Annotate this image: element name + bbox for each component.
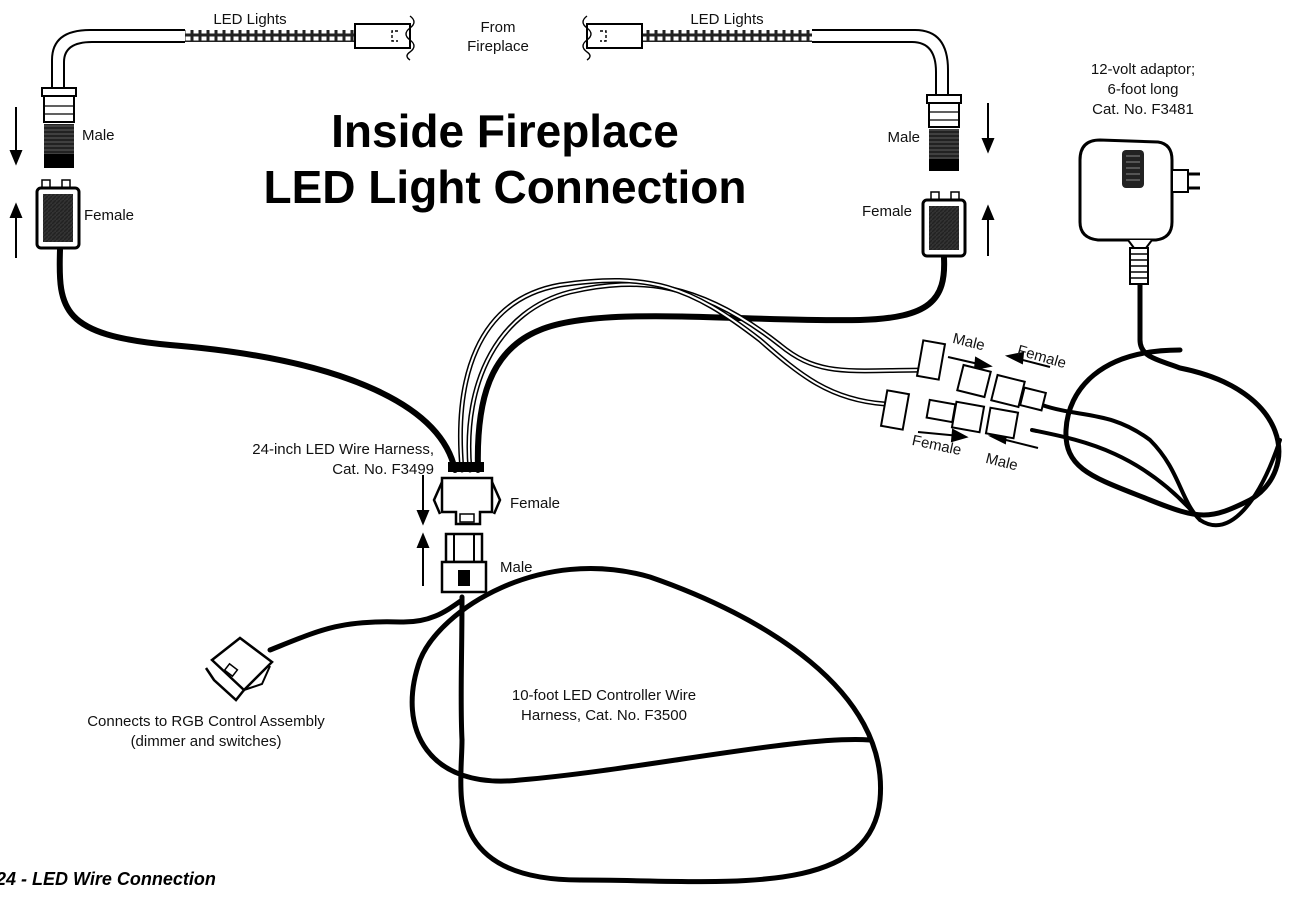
rgb-connector-plug <box>204 636 274 702</box>
harness-female-connector <box>432 462 502 526</box>
right-male-plug <box>926 94 962 171</box>
left-female-socket <box>35 179 81 250</box>
right-male-label: Male <box>887 129 920 146</box>
harness-male-label: Male <box>500 559 533 576</box>
adaptor-label-line1: 12-volt adaptor; <box>1090 61 1196 78</box>
title-line1: Inside Fireplace <box>331 105 679 157</box>
led-strip-left <box>51 15 415 98</box>
title-line2: LED Light Connection <box>263 161 747 213</box>
adaptor-label-line3: Cat. No. F3481 <box>1092 101 1194 118</box>
adaptor-label-line2: 6-foot long <box>1107 81 1179 98</box>
left-male-label: Male <box>82 127 115 144</box>
harness-male-connector <box>440 532 488 594</box>
adaptor-connector-top <box>915 339 1048 412</box>
rgb-label-line1: Connects to RGB Control Assembly <box>87 713 325 730</box>
led-strip-right <box>582 15 949 97</box>
led-lights-right-label: LED Lights <box>690 11 764 28</box>
controller-label-line1: 10-foot LED Controller Wire <box>511 687 697 704</box>
left-male-plug <box>41 87 77 168</box>
rgb-label-line2: (dimmer and switches) <box>130 733 282 750</box>
figure-caption: 24 - LED Wire Connection <box>0 869 216 889</box>
adaptor-connector-bottom <box>879 389 1020 440</box>
led-lights-left-label: LED Lights <box>213 11 287 28</box>
direction-arrows <box>9 103 1051 586</box>
harness-label-line2: Cat. No. F3499 <box>332 461 434 478</box>
from-fireplace-line2: Fireplace <box>467 38 529 55</box>
controller-label-line2: Harness, Cat. No. F3500 <box>521 707 687 724</box>
harness-female-label: Female <box>510 495 561 512</box>
right-female-socket <box>921 191 967 258</box>
harness-label-line1: 24-inch LED Wire Harness, <box>252 441 434 458</box>
from-fireplace-line1: From <box>480 19 516 36</box>
right-female-label: Female <box>861 203 912 220</box>
left-female-label: Female <box>84 207 135 224</box>
harness-wires <box>56 247 1282 885</box>
adaptor-device <box>1078 138 1200 285</box>
